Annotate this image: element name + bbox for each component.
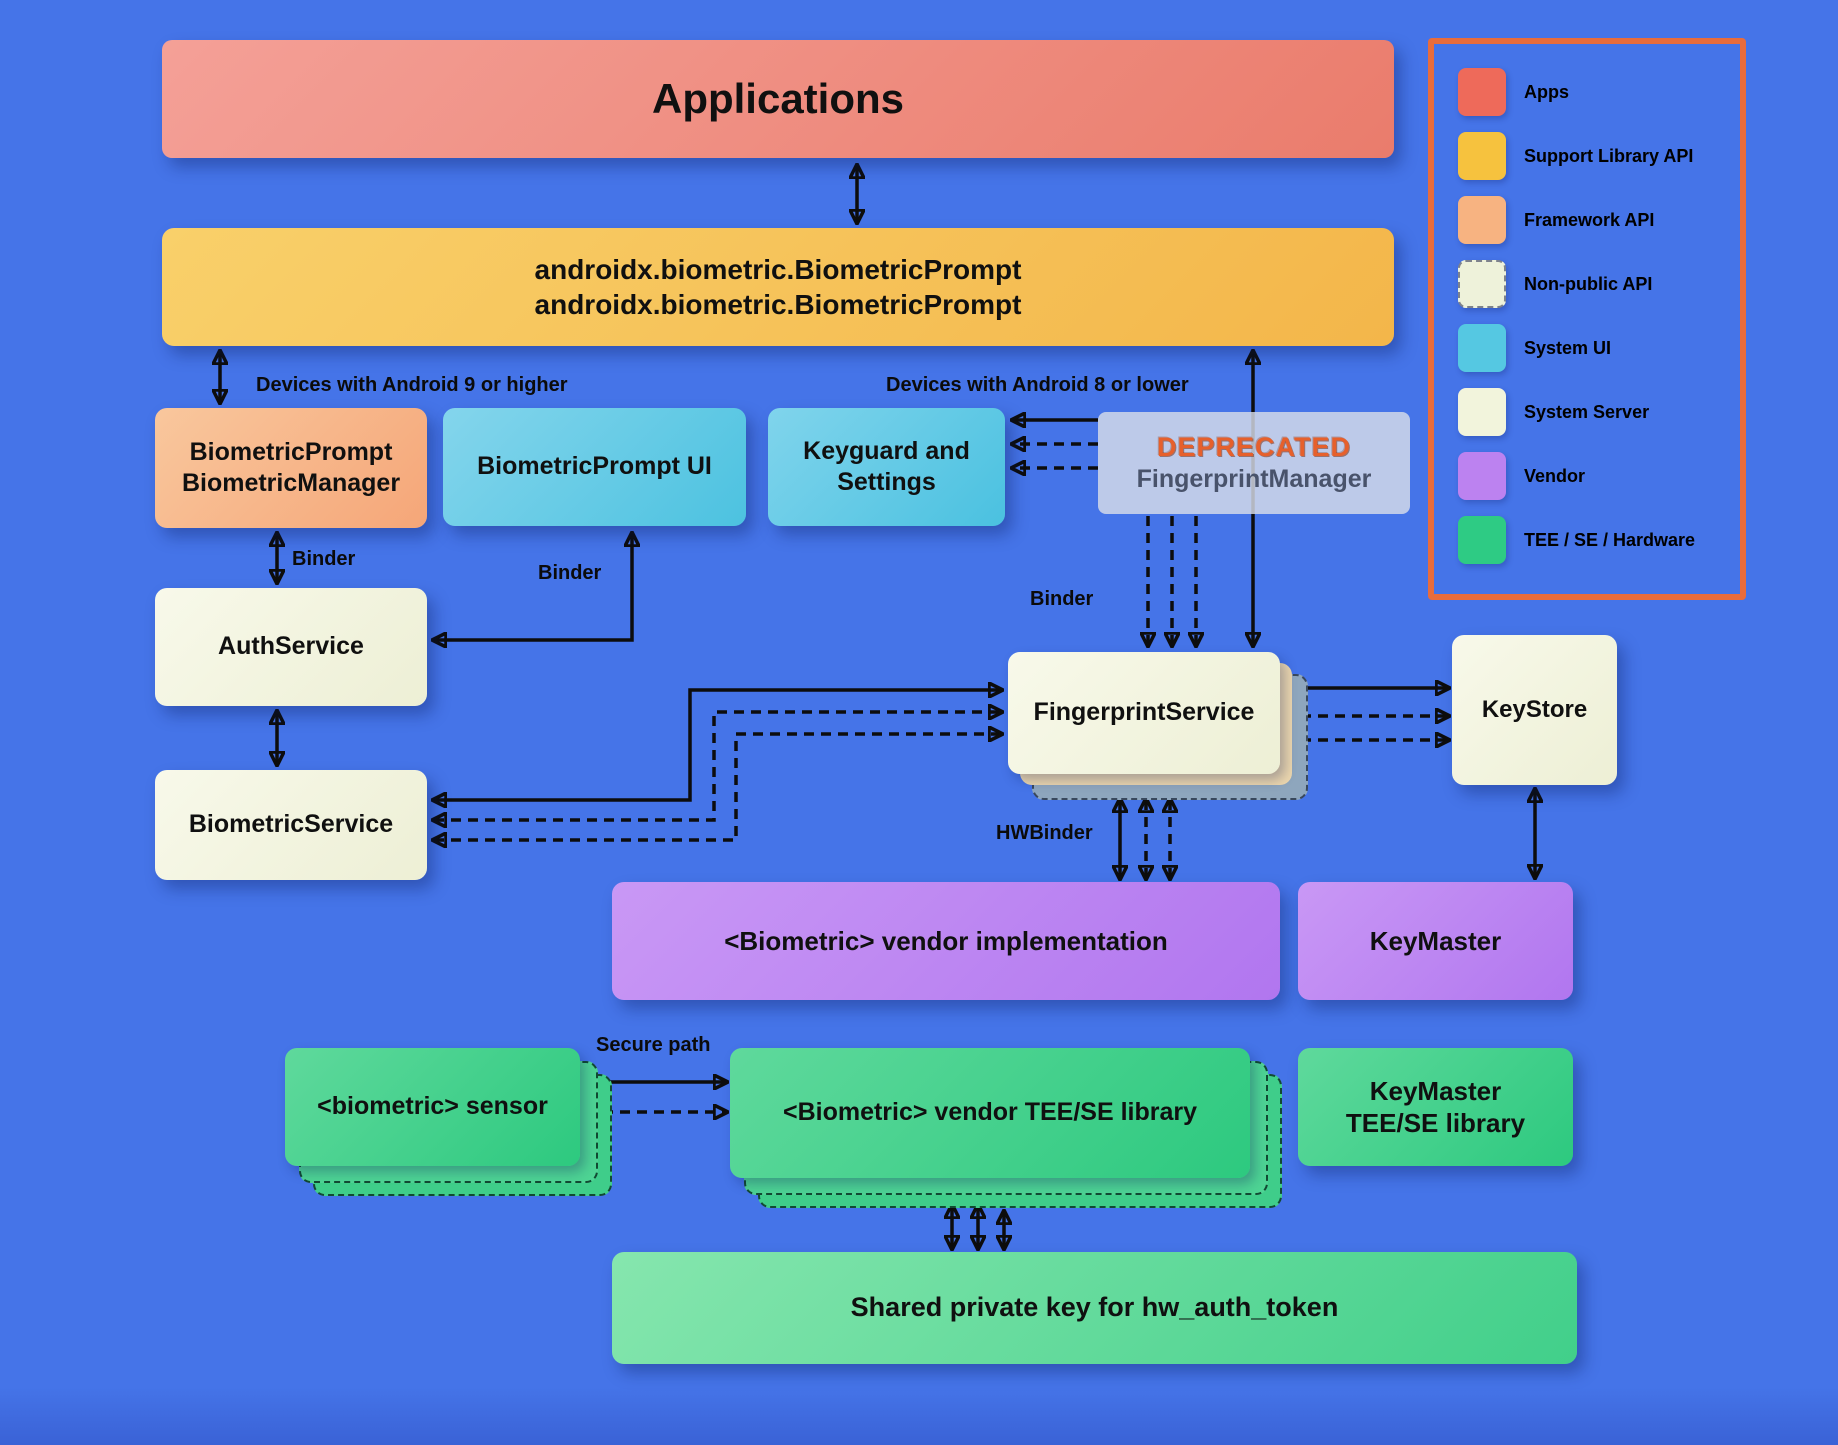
legend-label-tee-se-hardware: TEE / SE / Hardware bbox=[1524, 529, 1696, 550]
sensor-box: <biometric> sensor bbox=[285, 1048, 580, 1166]
fingerprintservice-label: FingerprintService bbox=[1033, 698, 1255, 727]
node-keymaster-tee-library: KeyMaster TEE/SE library bbox=[1298, 1048, 1573, 1166]
legend-item-vendor: Vendor bbox=[1458, 452, 1730, 500]
sensor-label: <biometric> sensor bbox=[317, 1092, 548, 1121]
biometricservice-label: BiometricService bbox=[188, 810, 394, 839]
legend-label-system-server: System Server bbox=[1524, 401, 1650, 422]
fingerprintservice-box: FingerprintService bbox=[1008, 652, 1280, 774]
legend-swatch-framework-api bbox=[1458, 196, 1506, 244]
tee-library-label: <Biometric> vendor TEE/SE library bbox=[782, 1098, 1198, 1127]
node-biometric-sensor: <biometric> sensor bbox=[285, 1048, 612, 1196]
legend: Apps Support Library API Framework API N… bbox=[1428, 38, 1746, 600]
legend-swatch-tee-se-hardware bbox=[1458, 516, 1506, 564]
deprecated-badge: DEPRECATED bbox=[1156, 431, 1352, 462]
keystore-label: KeyStore bbox=[1481, 696, 1588, 723]
legend-label-vendor: Vendor bbox=[1524, 465, 1586, 486]
bpui-label: BiometricPrompt UI bbox=[477, 452, 712, 481]
sharedkey-label: Shared private key for hw_auth_token bbox=[850, 1292, 1339, 1323]
vendorimpl-label: <Biometric> vendor implementation bbox=[724, 925, 1168, 956]
keymastertee-line2: TEE/SE library bbox=[1345, 1108, 1526, 1138]
authservice-label: AuthService bbox=[218, 632, 364, 661]
legend-item-framework-api: Framework API bbox=[1458, 196, 1730, 244]
legend-swatch-support-library-api bbox=[1458, 132, 1506, 180]
label-binder-left: Binder bbox=[292, 548, 356, 570]
legend-swatch-non-public-api bbox=[1458, 260, 1506, 308]
node-fingerprintservice: FingerprintService bbox=[1008, 652, 1308, 800]
node-keystore: KeyStore bbox=[1452, 635, 1617, 785]
keyguard-line2: Settings bbox=[837, 468, 936, 496]
label-devices-android8: Devices with Android 8 or lower bbox=[886, 374, 1189, 396]
legend-swatch-system-ui bbox=[1458, 324, 1506, 372]
legend-item-tee-se-hardware: TEE / SE / Hardware bbox=[1458, 516, 1730, 564]
legend-label-system-ui: System UI bbox=[1524, 337, 1612, 358]
api-line2: androidx.biometric.BiometricPrompt bbox=[534, 289, 1022, 320]
bpm-line2: BiometricManager bbox=[181, 469, 401, 497]
node-keyguard-settings: Keyguard and Settings bbox=[768, 408, 1005, 526]
label-devices-android9: Devices with Android 9 or higher bbox=[256, 374, 568, 396]
legend-swatch-system-server bbox=[1458, 388, 1506, 436]
tee-library-box: <Biometric> vendor TEE/SE library bbox=[730, 1048, 1250, 1178]
legend-item-system-ui: System UI bbox=[1458, 324, 1730, 372]
node-shared-private-key: Shared private key for hw_auth_token bbox=[612, 1252, 1577, 1364]
keyguard-line1: Keyguard and bbox=[803, 436, 970, 465]
legend-label-framework-api: Framework API bbox=[1524, 209, 1655, 230]
legend-item-non-public-api: Non-public API bbox=[1458, 260, 1730, 308]
legend-item-system-server: System Server bbox=[1458, 388, 1730, 436]
arrow-biometricservice-fps-dash2 bbox=[434, 734, 1001, 840]
label-binder-center: Binder bbox=[538, 562, 602, 584]
node-deprecated-fingerprintmanager: DEPRECATED FingerprintManager bbox=[1098, 412, 1410, 514]
node-biometricservice: BiometricService bbox=[155, 770, 427, 880]
legend-swatch-vendor bbox=[1458, 452, 1506, 500]
node-biometricprompt-biometricmanager: BiometricPrompt BiometricManager bbox=[155, 408, 427, 528]
arrow-biometricservice-fps-dash1 bbox=[434, 712, 1001, 820]
legend-label-apps: Apps bbox=[1524, 81, 1569, 102]
label-secure-path: Secure path bbox=[596, 1034, 711, 1056]
arrow-biometricservice-fps-solid bbox=[434, 690, 1001, 800]
legend-item-apps: Apps bbox=[1458, 68, 1730, 116]
legend-swatch-apps bbox=[1458, 68, 1506, 116]
keymastertee-line1: KeyMaster bbox=[1369, 1075, 1502, 1106]
node-biometric-vendor-implementation: <Biometric> vendor implementation bbox=[612, 882, 1280, 1000]
label-binder-right: Binder bbox=[1030, 588, 1094, 610]
node-biometric-vendor-tee-library: <Biometric> vendor TEE/SE library bbox=[730, 1048, 1282, 1208]
legend-label-non-public-api: Non-public API bbox=[1524, 273, 1653, 294]
node-authservice: AuthService bbox=[155, 588, 427, 706]
node-applications-label: Applications bbox=[651, 74, 905, 122]
legend-label-support-library-api: Support Library API bbox=[1524, 145, 1694, 166]
bpm-line1: BiometricPrompt bbox=[189, 437, 393, 466]
node-applications: Applications bbox=[162, 40, 1394, 158]
deprecated-label: FingerprintManager bbox=[1136, 465, 1372, 494]
api-line1: androidx.biometric.BiometricPrompt bbox=[534, 254, 1022, 285]
label-hwbinder: HWBinder bbox=[996, 822, 1093, 844]
legend-item-support-library-api: Support Library API bbox=[1458, 132, 1730, 180]
node-keymaster: KeyMaster bbox=[1298, 882, 1573, 1000]
node-androidx-biometricprompt: androidx.biometric.BiometricPrompt andro… bbox=[162, 228, 1394, 346]
keymaster-label: KeyMaster bbox=[1369, 925, 1502, 956]
arrow-bpui-authservice bbox=[434, 534, 632, 640]
node-biometricprompt-ui: BiometricPrompt UI bbox=[443, 408, 746, 526]
